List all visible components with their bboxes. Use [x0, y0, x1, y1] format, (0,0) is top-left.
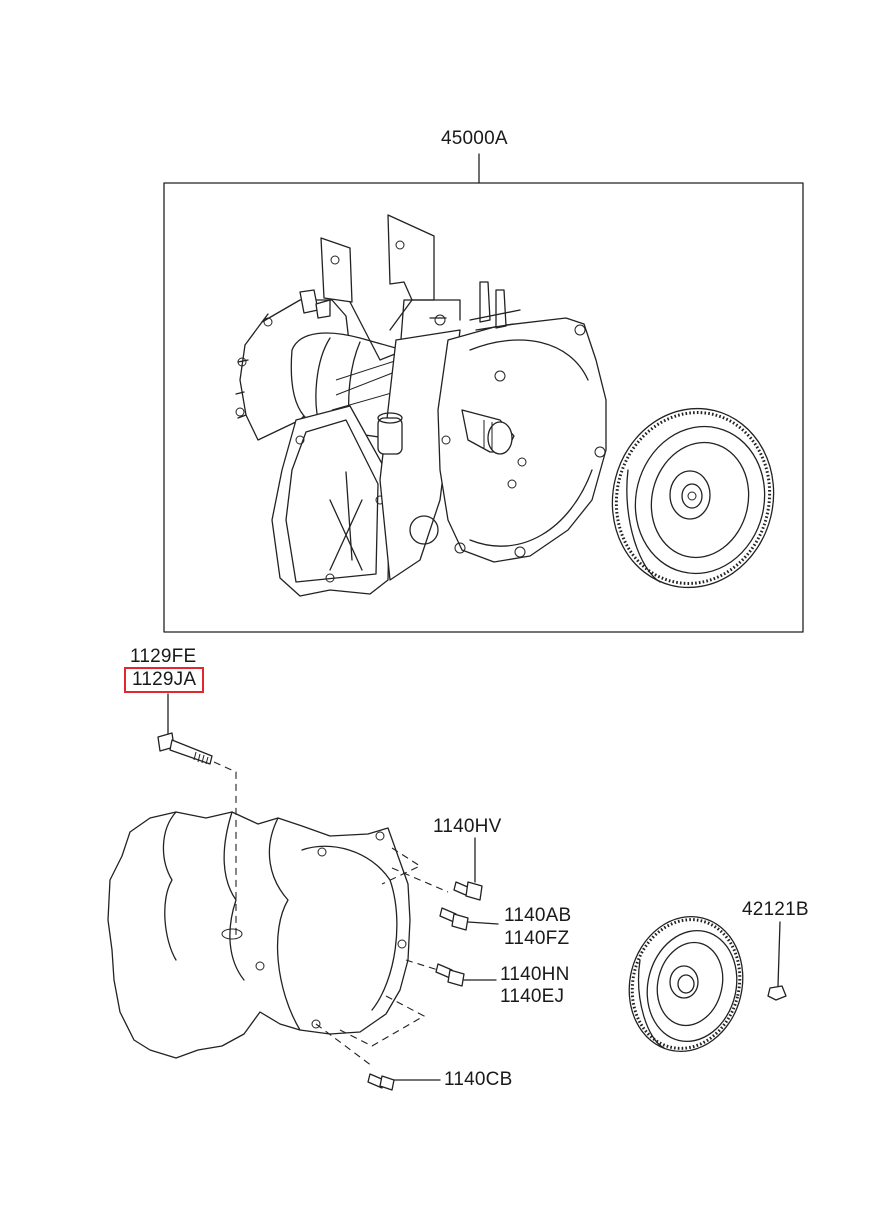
part-label-1140ej: 1140EJ — [500, 986, 565, 1007]
torque-converter-drawing — [628, 915, 744, 1053]
transmission-outline-drawing — [107, 811, 449, 1067]
bolt-1140cb-drawing — [367, 1073, 441, 1091]
part-label-1129ja-highlighted: 1129JA — [124, 667, 205, 693]
part-label-1129fe: 1129FE — [130, 646, 197, 667]
part-label-1140hv: 1140HV — [433, 816, 502, 837]
assembly-frame — [163, 153, 804, 633]
bolt-1140hn-drawing — [435, 963, 497, 987]
torque-converter-assembly-drawing — [611, 407, 775, 589]
bolt-1140ab-drawing — [439, 907, 499, 931]
nut-42121b-drawing — [767, 921, 787, 1001]
bolt-1129ja-drawing — [157, 693, 237, 940]
part-label-42121b: 42121B — [742, 899, 809, 920]
part-label-45000a: 45000A — [441, 128, 508, 149]
part-label-1140hn: 1140HN — [500, 964, 570, 985]
transmission-assembly-drawing — [235, 214, 607, 597]
part-label-1140fz: 1140FZ — [504, 928, 570, 949]
part-label-1140cb: 1140CB — [444, 1069, 513, 1090]
bolt-1140hv-drawing — [453, 837, 483, 901]
part-label-1140ab: 1140AB — [504, 905, 572, 926]
